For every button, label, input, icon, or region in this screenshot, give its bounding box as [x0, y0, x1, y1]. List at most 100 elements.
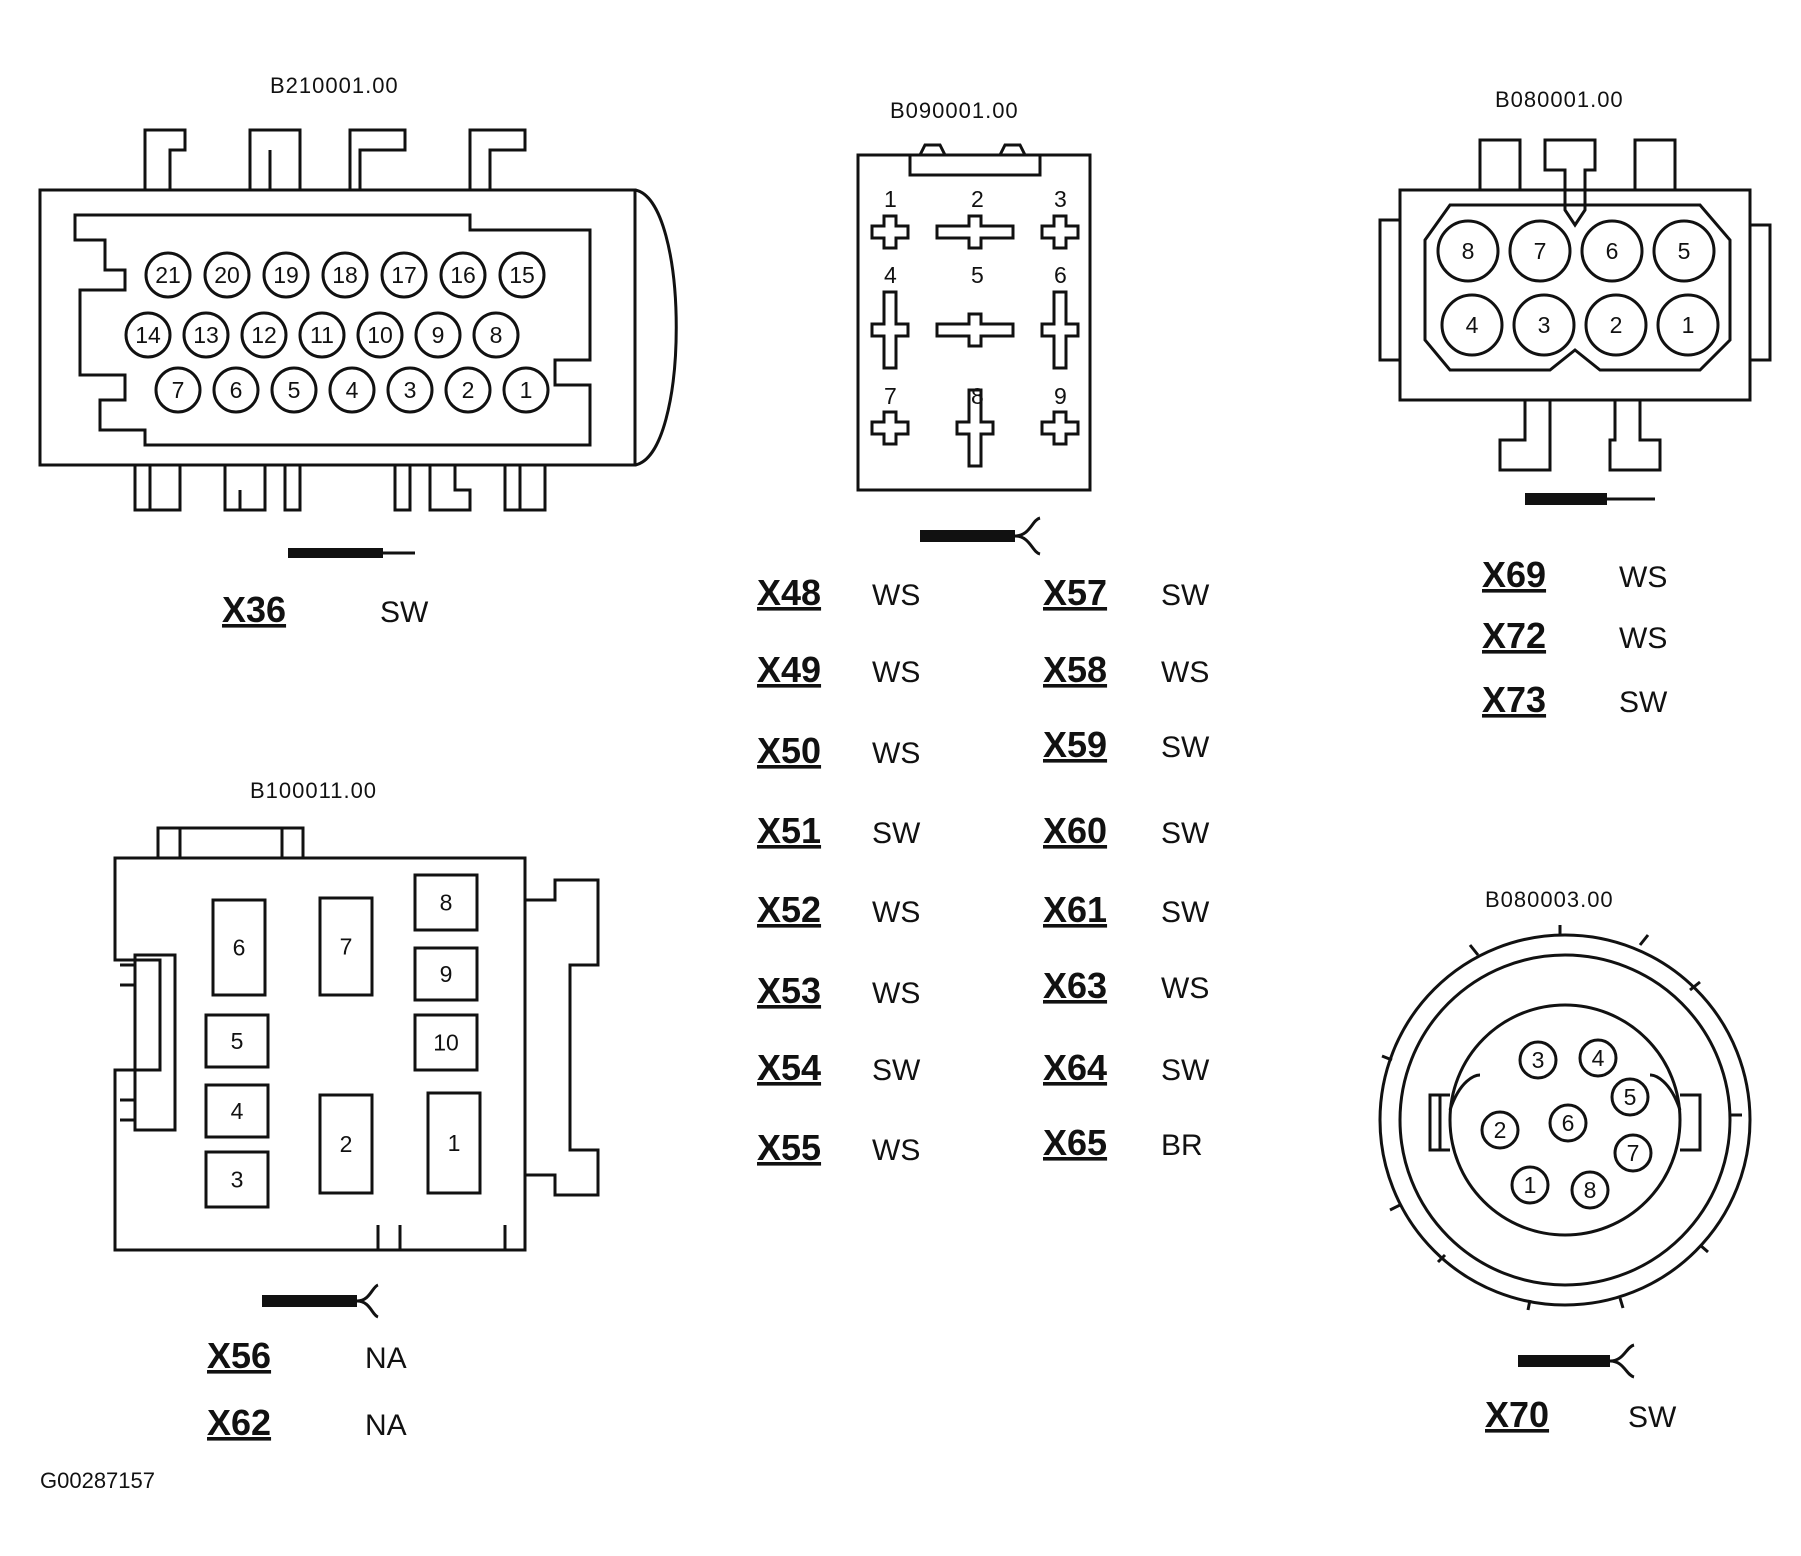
pin-circle [1510, 1165, 1550, 1205]
pin-label: 6 [233, 935, 246, 961]
pin-label: 8 [971, 383, 984, 409]
pin-contact [1040, 214, 1080, 250]
color-x48: WS [872, 579, 920, 612]
pin-contact [211, 898, 267, 997]
pin-contact [935, 312, 1015, 348]
pin-circle [144, 251, 192, 299]
pin-circle [212, 366, 260, 414]
color-x53: WS [872, 977, 920, 1010]
code-x72: X72 [1482, 615, 1546, 656]
code-x55: X55 [757, 1127, 821, 1168]
pin-circle [1508, 219, 1572, 283]
color-x50: WS [872, 737, 920, 770]
pin-label: 1 [884, 186, 897, 212]
color-x36: SW [380, 596, 429, 629]
pin-circle [498, 251, 546, 299]
color-x59: SW [1161, 731, 1210, 764]
pin-8: 8 [955, 383, 995, 468]
pin-circle [1584, 293, 1648, 357]
pin-label: 4 [231, 1098, 244, 1124]
pin-circle [270, 366, 318, 414]
pin-label: 6 [230, 377, 243, 403]
pin-9: 9 [414, 311, 462, 359]
pin-3: 3 [1518, 1040, 1558, 1080]
pin-circle [1578, 1038, 1618, 1078]
pin-circle [1440, 293, 1504, 357]
pin-12: 12 [240, 311, 288, 359]
pin-label: 8 [1462, 238, 1475, 264]
pin-9: 9 [1040, 383, 1080, 446]
code-x60: X60 [1043, 810, 1107, 851]
pin-label: 3 [404, 377, 417, 403]
color-x73: SW [1619, 686, 1668, 719]
pin-5: 5 [1652, 219, 1716, 283]
color-x62: NA [365, 1409, 407, 1442]
part-number: B100011.00 [250, 778, 377, 803]
code-x73: X73 [1482, 679, 1546, 720]
code-x57: X57 [1043, 572, 1107, 613]
pin-17: 17 [380, 251, 428, 299]
pin-label: 10 [433, 1030, 459, 1056]
pin-label: 14 [135, 322, 161, 348]
color-x70: SW [1628, 1401, 1677, 1434]
pin-contact [413, 946, 479, 1002]
pin-10: 10 [356, 311, 404, 359]
pin-circle [124, 311, 172, 359]
color-x63: WS [1161, 972, 1209, 1005]
pin-3: 3 [204, 1150, 270, 1209]
pin-circle [356, 311, 404, 359]
pin-8: 8 [472, 311, 520, 359]
pin-2: 2 [1480, 1110, 1520, 1150]
pin-6: 6 [212, 366, 260, 414]
pin-circle [380, 251, 428, 299]
pin-label: 11 [310, 322, 334, 348]
pin-label: 3 [1532, 1047, 1545, 1073]
code-x62: X62 [207, 1402, 271, 1443]
code-x69: X69 [1482, 554, 1546, 595]
pin-label: 7 [884, 383, 897, 409]
pin-label: 3 [1054, 186, 1067, 212]
code-x58: X58 [1043, 649, 1107, 690]
pin-label: 3 [1538, 312, 1551, 338]
color-x58: WS [1161, 656, 1209, 689]
pin-label: 8 [1584, 1177, 1597, 1203]
pin-5: 5 [935, 262, 1015, 348]
pin-label: 2 [1610, 312, 1623, 338]
pin-circle [444, 366, 492, 414]
code-x50: X50 [757, 730, 821, 771]
pin-contact [318, 1093, 374, 1195]
pin-label: 7 [1534, 238, 1547, 264]
pin-label: 4 [884, 262, 897, 288]
color-x57: SW [1161, 579, 1210, 612]
pin-5: 5 [204, 1013, 270, 1069]
pin-1: 1 [502, 366, 550, 414]
pin-circle [1518, 1040, 1558, 1080]
pin-contact [413, 1013, 479, 1072]
pin-label: 20 [214, 262, 240, 288]
pin-5: 5 [270, 366, 318, 414]
figure-id: G00287157 [40, 1468, 155, 1493]
pin-contact [935, 214, 1015, 250]
pin-circle [1548, 1103, 1588, 1143]
color-x54: SW [872, 1054, 921, 1087]
pin-1: 1 [870, 186, 910, 250]
pin-circle [328, 366, 376, 414]
pin-18: 18 [321, 251, 369, 299]
pin-label: 21 [155, 262, 181, 288]
color-x55: WS [872, 1134, 920, 1167]
color-x61: SW [1161, 896, 1210, 929]
pin-label: 8 [490, 322, 503, 348]
part-number: B080003.00 [1485, 887, 1614, 912]
pin-circle [154, 366, 202, 414]
pin-circle [502, 366, 550, 414]
pin-label: 9 [432, 322, 445, 348]
pin-2: 2 [935, 186, 1015, 250]
pin-circle [1580, 219, 1644, 283]
pin-label: 8 [440, 890, 453, 916]
pin-label: 6 [1562, 1110, 1575, 1136]
